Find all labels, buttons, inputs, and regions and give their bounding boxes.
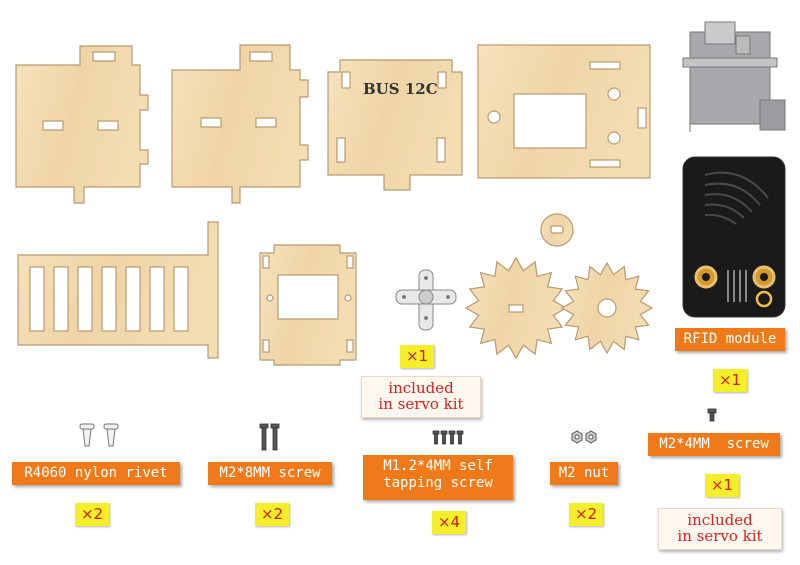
servo-horn-icon xyxy=(395,269,457,331)
m2-8mm-screw-count: ×2 xyxy=(255,503,289,526)
wood-panel-2 xyxy=(171,44,309,204)
wood-servo-frame xyxy=(259,244,357,366)
m2-4mm-screw-count: ×1 xyxy=(705,474,739,497)
screw-icon xyxy=(432,430,464,445)
panel-text: BUS 12C xyxy=(363,80,438,98)
m2-8mm-screw-label: M2*8MM screw xyxy=(208,462,332,485)
nut-icon xyxy=(571,430,597,444)
wood-panel-3-bus xyxy=(327,59,463,191)
m2-nut-label: M2 nut xyxy=(550,462,618,485)
m2-4mm-screw-label: M2*4MM screw xyxy=(648,433,780,456)
rfid-count: ×1 xyxy=(713,369,747,392)
rfid-board-icon xyxy=(682,156,786,318)
servo-icon xyxy=(682,21,786,132)
gear-icon xyxy=(464,256,568,360)
rivet-icon xyxy=(79,423,119,447)
screw-icon xyxy=(259,423,280,451)
gear-icon xyxy=(560,261,654,355)
servo-horn-count: ×1 xyxy=(400,345,434,368)
wood-panel-4 xyxy=(477,44,651,179)
rfid-module-label: RFID module xyxy=(675,328,785,351)
wood-rack-panel xyxy=(17,221,219,359)
m1-2-4mm-screw-label: M1.2*4MM self tapping screw xyxy=(363,455,513,500)
wood-panel-1 xyxy=(15,45,149,204)
rivet-count: ×2 xyxy=(75,503,109,526)
rivet-label: R4060 nylon rivet xyxy=(12,462,180,485)
servo-horn-note: included in servo kit xyxy=(361,376,481,418)
wood-disc xyxy=(540,213,574,247)
m2-4mm-screw-note: included in servo kit xyxy=(658,508,782,550)
m1-2-4mm-screw-count: ×4 xyxy=(432,511,466,534)
screw-icon xyxy=(707,408,717,422)
m2-nut-count: ×2 xyxy=(569,503,603,526)
